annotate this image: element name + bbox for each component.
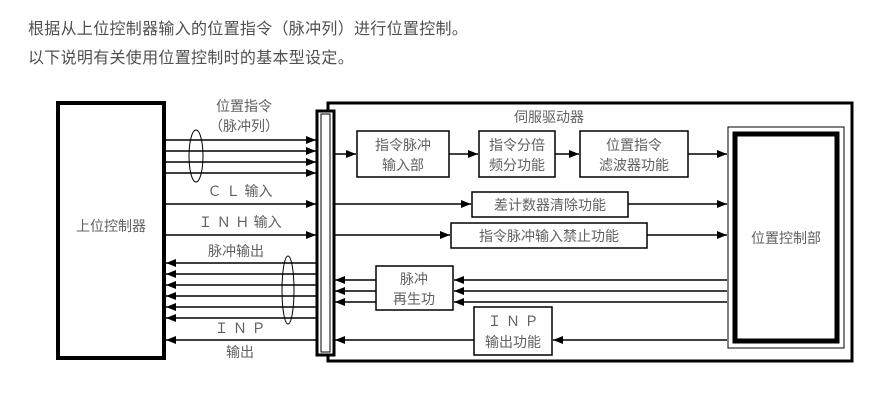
cmd-division-label: 指令分倍 bbox=[489, 138, 545, 154]
pos-cmd-filter-block: 位置指令 滤波器功能 bbox=[579, 130, 689, 178]
host-controller-label: 上位控制器 bbox=[76, 219, 146, 235]
intro-text-line-1: 根据从上位控制器输入的位置指令（脉冲列）进行位置控制。 bbox=[28, 19, 469, 38]
inh-input-label: Ｉ Ｎ Ｈ 输入 bbox=[198, 215, 281, 231]
cmd-pulse-input-label: 指令脉冲 bbox=[375, 138, 431, 154]
pulse-regen-sublabel: 再生功 bbox=[393, 292, 435, 308]
position-command-bundle-ellipse bbox=[188, 129, 204, 183]
position-command-label: 位置指令 bbox=[216, 99, 272, 115]
position-command-lines bbox=[166, 136, 316, 177]
position-control-unit-block: 位置控制部 bbox=[727, 126, 845, 349]
deviation-counter-clear-block: 差计数器清除功能 bbox=[471, 191, 629, 218]
deviation-counter-clear-label: 差计数器清除功能 bbox=[494, 198, 606, 214]
host-controller-block: 上位控制器 bbox=[56, 101, 166, 360]
cmd-pulse-inhibit-label: 指令脉冲输入禁止功能 bbox=[479, 229, 619, 245]
pulse-output-label: 脉冲输出 bbox=[208, 244, 264, 260]
position-control-unit-label: 位置控制部 bbox=[751, 231, 821, 247]
cl-input-label: Ｃ Ｌ 输入 bbox=[208, 184, 273, 200]
inp-output-sublabel: 输出 bbox=[226, 345, 254, 361]
pulse-regen-block: 脉冲 再生功 bbox=[375, 265, 454, 311]
pulse-regen-label: 脉冲 bbox=[400, 272, 428, 288]
cmd-pulse-inhibit-block: 指令脉冲输入禁止功能 bbox=[450, 222, 648, 249]
cmd-division-sublabel: 频分功能 bbox=[489, 158, 545, 174]
cmd-pulse-input-block: 指令脉冲 输入部 bbox=[356, 130, 450, 178]
servo-driver-label: 伺服驱动器 bbox=[514, 110, 584, 126]
connector-bar bbox=[315, 109, 336, 357]
pulse-regen-lines-in bbox=[454, 276, 727, 306]
pulse-train-label: （脉冲列） bbox=[209, 119, 279, 135]
pos-cmd-filter-label: 位置指令 bbox=[606, 138, 662, 154]
pulse-output-bundle-ellipse bbox=[281, 255, 295, 325]
pulse-regen-lines-out bbox=[335, 276, 376, 306]
inp-output-func-sublabel: 输出功能 bbox=[485, 335, 541, 351]
cmd-pulse-input-sublabel: 输入部 bbox=[382, 158, 424, 174]
cmd-division-block: 指令分倍 频分功能 bbox=[478, 130, 556, 178]
inp-output-label: Ｉ Ｎ Ｐ bbox=[215, 321, 266, 337]
pos-cmd-filter-sublabel: 滤波器功能 bbox=[599, 158, 669, 174]
inp-output-func-label: Ｉ Ｎ Ｐ bbox=[488, 314, 539, 330]
inp-output-func-block: Ｉ Ｎ Ｐ 输出功能 bbox=[473, 306, 553, 356]
intro-text-line-2: 以下说明有关使用位置控制时的基本型设定。 bbox=[28, 48, 355, 67]
